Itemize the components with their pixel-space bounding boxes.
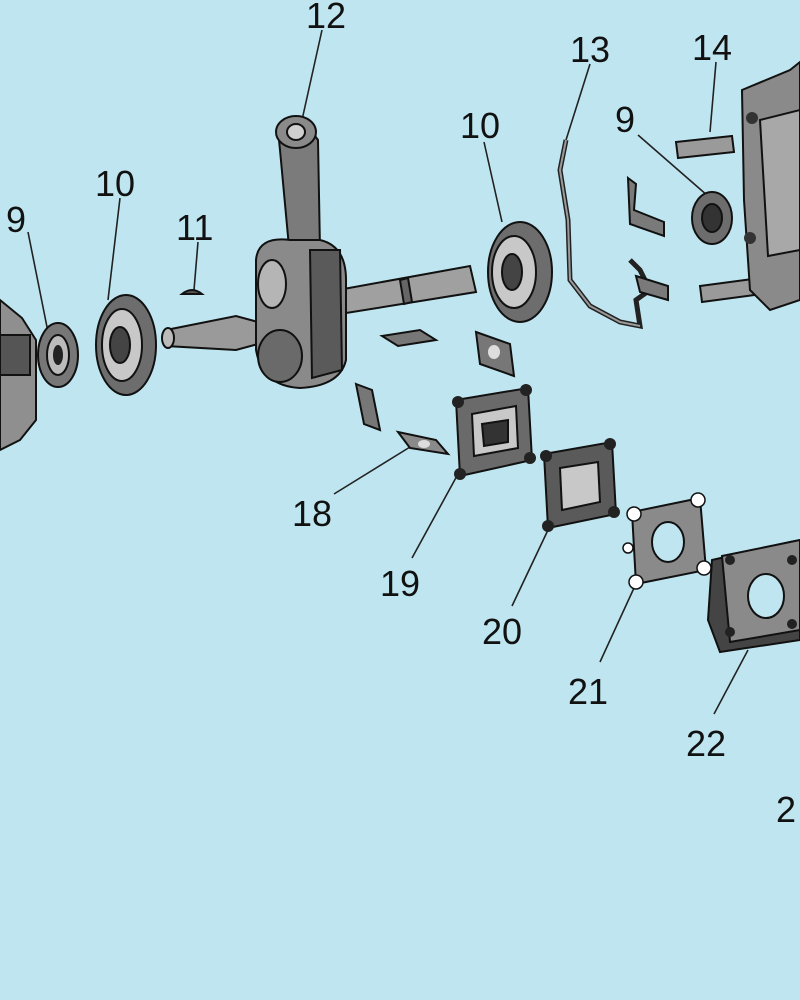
label-20: 20: [482, 611, 522, 652]
label-10-left: 10: [95, 163, 135, 204]
crankshaft-assembly: [161, 115, 478, 390]
leader-12: [301, 29, 323, 121]
bearing-9-left: [37, 322, 79, 388]
crankcase-half-right: [740, 60, 800, 312]
leader-9-left: [27, 231, 49, 333]
leader-13: [565, 63, 591, 141]
leader-9-right: [637, 134, 709, 197]
woodruff-key-11: [179, 289, 205, 295]
leader-22: [713, 649, 749, 715]
callout-labels: 9 10 11 12 10 13 14 9 18 19 20 21 22 2: [6, 0, 796, 830]
reed-stop-shims: [354, 328, 516, 432]
leader-14: [709, 61, 717, 133]
label-2-partial: 2: [776, 789, 796, 830]
reed-cage-20: [540, 438, 620, 532]
label-18: 18: [292, 493, 332, 534]
intake-gasket-21: [622, 492, 712, 590]
label-11: 11: [176, 207, 213, 248]
leader-21: [599, 587, 635, 663]
label-10-right: 10: [460, 105, 500, 146]
leader-11: [193, 241, 199, 291]
label-9-left: 9: [6, 199, 26, 240]
label-14: 14: [692, 27, 732, 68]
leader-19: [411, 473, 459, 559]
label-9-right: 9: [615, 99, 635, 140]
leader-lines: [27, 29, 749, 715]
small-plates: [626, 175, 669, 302]
label-12: 12: [306, 0, 346, 36]
housing-fragment-left: [0, 298, 37, 452]
leader-20: [511, 529, 549, 607]
leader-10-right: [483, 141, 503, 223]
leader-18: [333, 446, 411, 495]
spacer-plate-18: [395, 430, 451, 456]
crankcase-gasket-13: [557, 139, 654, 330]
label-22: 22: [686, 723, 726, 764]
intake-flange-22: [706, 538, 800, 654]
leader-10-left: [107, 197, 121, 301]
bearing-9-right: [691, 191, 733, 245]
reed-valve-block-19: [452, 384, 536, 480]
label-21: 21: [568, 671, 608, 712]
label-19: 19: [380, 563, 420, 604]
bearing-10-right: [487, 221, 553, 323]
label-13: 13: [570, 29, 610, 70]
bearing-10-left: [95, 294, 157, 396]
